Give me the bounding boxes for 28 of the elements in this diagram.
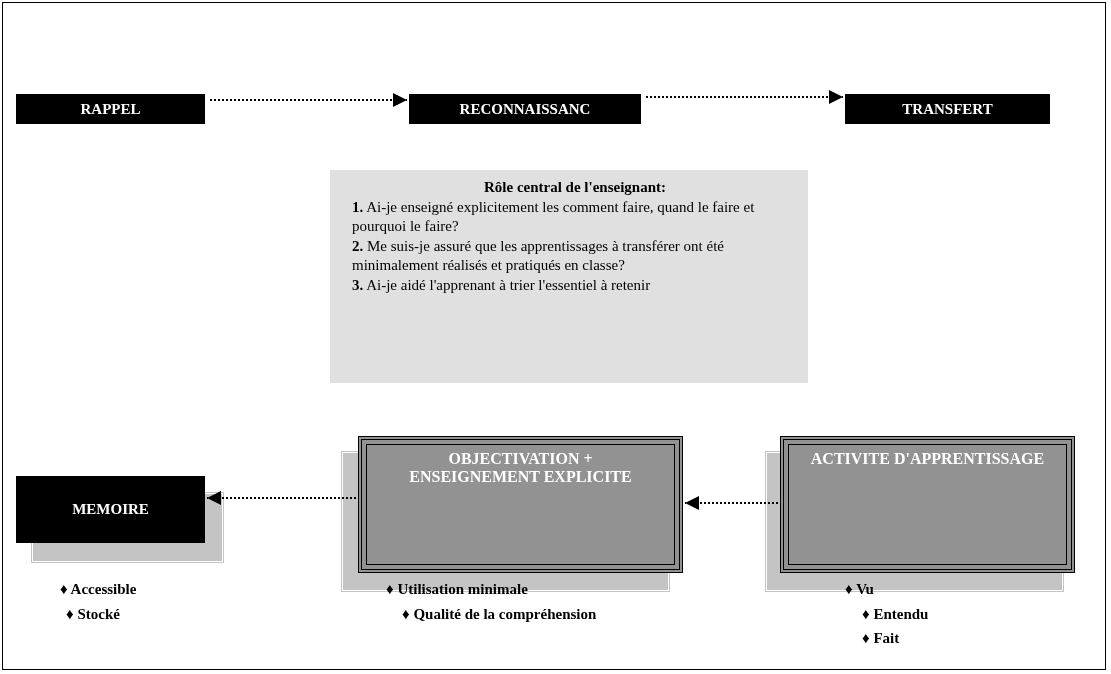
arrow — [209, 93, 408, 107]
box-label: RAPPEL — [80, 100, 141, 118]
panel-heading: Rôle central de l'enseignant: — [482, 178, 668, 197]
arrow — [206, 491, 357, 505]
bullet-item: ♦ Entendu — [862, 606, 929, 623]
bullet-item: ♦ Accessible — [60, 581, 137, 598]
box-label: MEMOIRE — [72, 501, 149, 518]
process-box — [358, 436, 683, 573]
bullet-item: ♦ Utilisation minimale — [386, 581, 528, 598]
box-label: RECONNAISSANC — [459, 100, 591, 118]
process-box — [780, 436, 1075, 573]
info-panel — [330, 170, 808, 383]
question-text: 2. Me suis-je assuré que les apprentissages à transférer ont été minimalement réalisés et pratiqués en classe? — [352, 236, 725, 275]
question-text: 3. Ai-je aidé l'apprenant à trier l'essentiel à retenir — [352, 275, 652, 295]
bullet-item: ♦ Stocké — [66, 606, 120, 623]
arrow — [645, 90, 844, 104]
bullet-item: ♦ Vu — [845, 581, 874, 598]
bullet-item: ♦ Fait — [862, 630, 900, 647]
step-box — [409, 94, 641, 124]
box-label: TRANSFERT — [902, 100, 993, 118]
box-label: OBJECTIVATION + ENSEIGNEMENT EXPLICITE — [408, 450, 633, 486]
question-text: 1. Ai-je enseigné explicitement les comment faire, quand le faire et pourquoi le faire? — [352, 197, 756, 236]
box-label: ACTIVITE D'APPRENTISSAGE — [809, 450, 1046, 468]
step-box — [16, 476, 205, 543]
bullet-item: ♦ Qualité de la compréhension — [402, 606, 597, 623]
step-box — [16, 94, 205, 124]
arrow — [684, 496, 779, 510]
step-box — [845, 94, 1050, 124]
